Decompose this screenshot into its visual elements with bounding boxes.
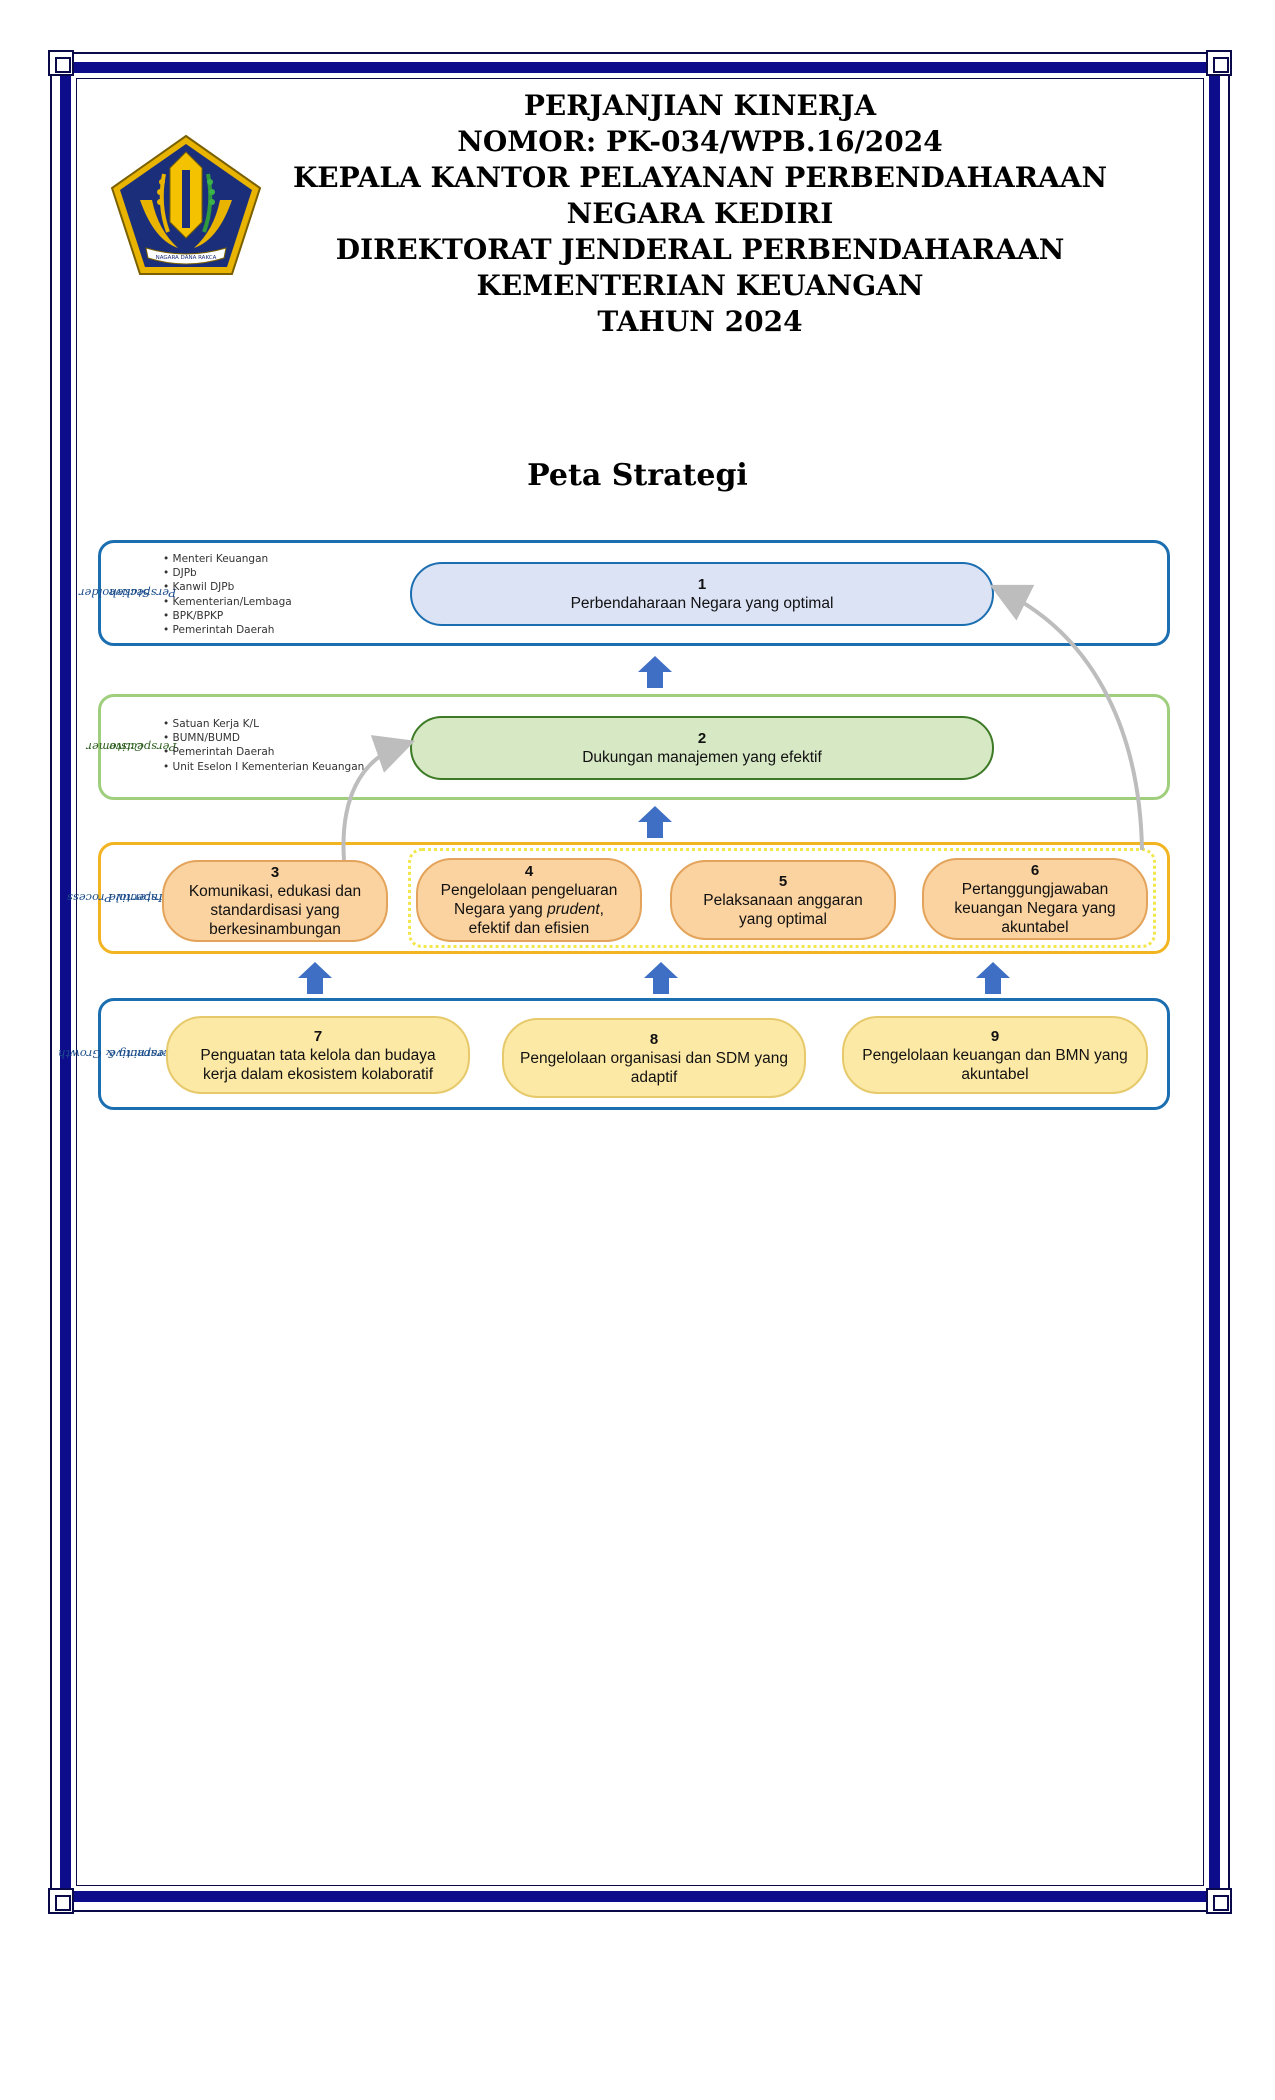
objective-1: 1 Perbendaharaan Negara yang optimal (410, 562, 994, 626)
list-item: DJPb (163, 566, 292, 580)
objective-6: 6 Pertanggungjawaban keuangan Negara yan… (922, 858, 1148, 940)
objective-2: 2 Dukungan manajemen yang efektif (410, 716, 994, 780)
objective-3: 3 Komunikasi, edukasi dan standardisasi … (162, 860, 388, 942)
up-arrow-icon (298, 962, 332, 994)
page-border-outer (50, 52, 1230, 1912)
list-item: Kementerian/Lembaga (163, 595, 292, 609)
office-name-line1: KEPALA KANTOR PELAYANAN PERBENDAHARAAN (292, 161, 1108, 194)
border-corner-top-right (1206, 50, 1232, 76)
up-arrow-icon (644, 962, 678, 994)
ministry-name: KEMENTERIAN KEUANGAN (476, 269, 924, 302)
page-border-main (60, 62, 1220, 1902)
office-name-line2: NEGARA KEDIRI (566, 197, 834, 230)
customer-list: Satuan Kerja K/L BUMN/BUMD Pemerintah Da… (163, 717, 365, 774)
objective-4: 4 Pengelolaan pengeluaran Negara yang pr… (416, 858, 642, 942)
objective-7: 7 Penguatan tata kelola dan budaya kerja… (166, 1016, 470, 1094)
list-item: BPK/BPKP (163, 609, 292, 623)
document-number: NOMOR: PK-034/WPB.16/2024 (457, 125, 943, 158)
page-border-inner (76, 78, 1204, 1886)
document-title: PERJANJIAN KINERJA (523, 89, 877, 122)
list-item: Menteri Keuangan (163, 552, 292, 566)
up-arrow-icon (638, 656, 672, 688)
up-arrow-icon (638, 806, 672, 838)
document-year: TAHUN 2024 (597, 305, 803, 338)
border-corner-top-left (48, 50, 74, 76)
border-corner-bottom-left (48, 1888, 74, 1914)
list-item: Unit Eselon I Kementerian Keuangan (163, 760, 365, 774)
list-item: Pemerintah Daerah (163, 745, 364, 759)
list-item: Pemerintah Daerah (163, 623, 292, 637)
list-item: Satuan Kerja K/L (163, 717, 364, 731)
stakeholder-list: Menteri Keuangan DJPb Kanwil DJPb Kement… (163, 552, 292, 637)
objective-9: 9 Pengelolaan keuangan dan BMN yang akun… (842, 1016, 1148, 1094)
kemenkeu-emblem-icon: NAGARA DANA RAKCA (110, 134, 262, 275)
strategy-map-title: Peta Strategi (527, 458, 748, 493)
objective-8: 8 Pengelolaan organisasi dan SDM yang ad… (502, 1018, 806, 1098)
document-header: PERJANJIAN KINERJA NOMOR: PK-034/WPB.16/… (270, 88, 1130, 340)
execution-objectives-group (408, 848, 1156, 948)
up-arrow-icon (976, 962, 1010, 994)
objective-5: 5 Pelaksanaan anggaran yang optimal (670, 860, 896, 940)
border-corner-bottom-right (1206, 1888, 1232, 1914)
list-item: BUMN/BUMD (163, 731, 364, 745)
directorate-name: DIREKTORAT JENDERAL PERBENDAHARAAN (335, 233, 1065, 266)
list-item: Kanwil DJPb (163, 580, 292, 594)
svg-text:NAGARA DANA RAKCA: NAGARA DANA RAKCA (156, 255, 217, 261)
